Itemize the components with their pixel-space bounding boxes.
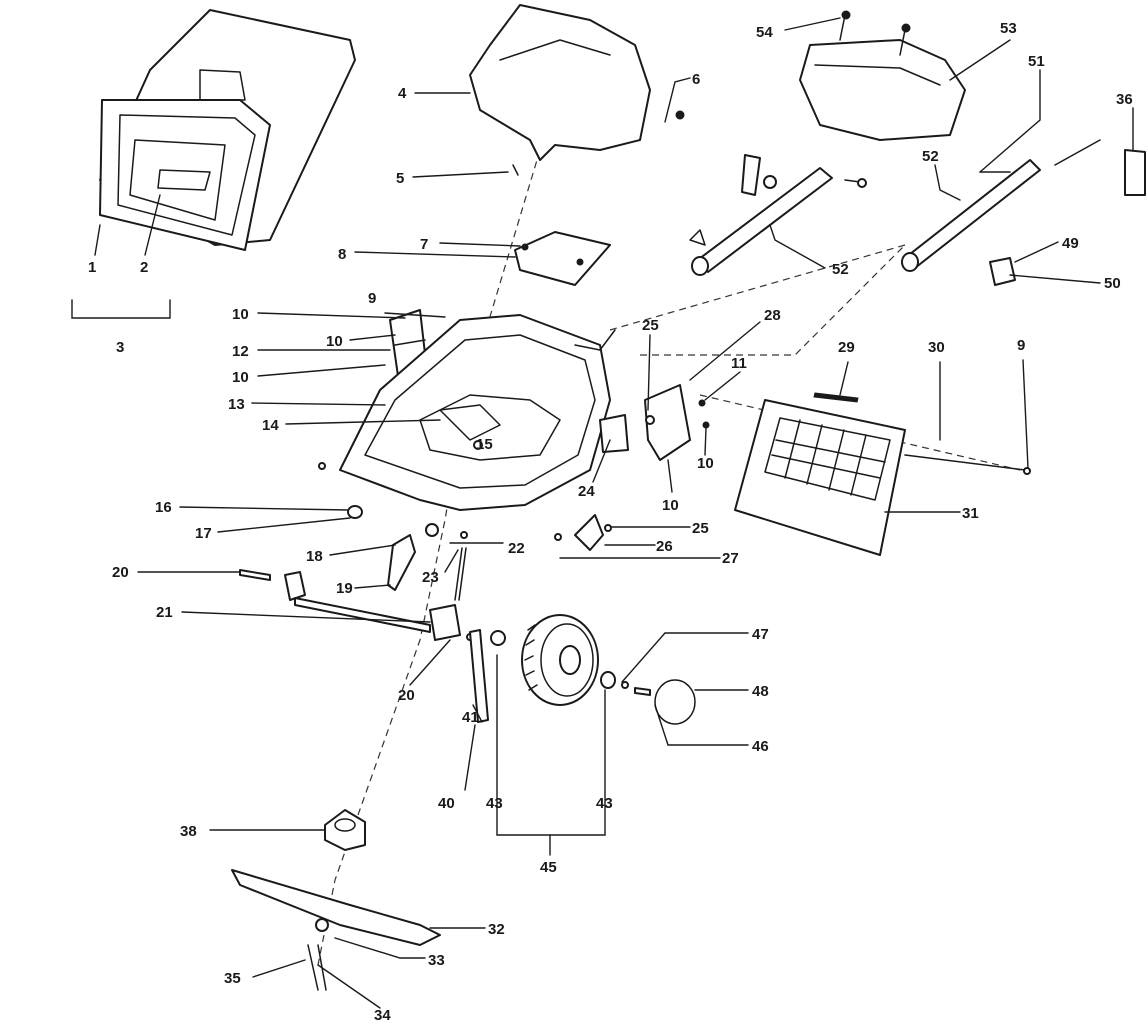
callout-9-left: 9: [368, 290, 376, 307]
callout-12: 12: [232, 343, 249, 360]
callout-23: 23: [422, 569, 439, 586]
callout-9-right: 9: [1017, 337, 1025, 354]
callout-10-e: 10: [662, 497, 679, 514]
callout-labels: 1 2 3 4 5 6 7 8 9 9 10 10 10 10 10 11 12…: [88, 20, 1133, 1024]
callout-47: 47: [752, 626, 769, 643]
leader-lines: [71, 17, 1134, 1009]
callout-10-c: 10: [232, 369, 249, 386]
callout-18: 18: [306, 548, 323, 565]
rear-wheel: [521, 614, 696, 725]
callout-4: 4: [398, 85, 407, 102]
callout-35: 35: [224, 970, 241, 987]
callout-53: 53: [1000, 20, 1017, 37]
nut-6-icon: [675, 110, 685, 120]
callout-2: 2: [140, 259, 148, 276]
callout-43-b: 43: [596, 795, 613, 812]
callout-10-d: 10: [697, 455, 714, 472]
callout-48: 48: [752, 683, 769, 700]
callout-7: 7: [420, 236, 428, 253]
axle-pin: [469, 629, 506, 723]
callout-10-b: 10: [326, 333, 343, 350]
callout-20-b: 20: [398, 687, 415, 704]
callout-28: 28: [764, 307, 781, 324]
callout-25-a: 25: [642, 317, 659, 334]
callout-29: 29: [838, 339, 855, 356]
callout-15: 15: [476, 436, 493, 453]
callout-43-a: 43: [486, 795, 503, 812]
callout-33: 33: [428, 952, 445, 969]
callout-52-right: 52: [922, 148, 939, 165]
callout-54: 54: [756, 24, 773, 41]
callout-24: 24: [578, 483, 595, 500]
callout-45: 45: [540, 859, 557, 876]
callout-40: 40: [438, 795, 455, 812]
callout-13: 13: [228, 396, 245, 413]
callout-5: 5: [396, 170, 404, 187]
callout-51: 51: [1028, 53, 1045, 70]
callout-50: 50: [1104, 275, 1121, 292]
callout-36: 36: [1116, 91, 1133, 108]
callout-6: 6: [692, 71, 700, 88]
rear-flap: [734, 392, 1031, 556]
callout-27: 27: [722, 550, 739, 567]
callout-34: 34: [374, 1007, 391, 1024]
handle-lower-right: [901, 139, 1146, 286]
callout-26: 26: [656, 538, 673, 555]
motor-housing: [799, 10, 966, 141]
handle-lower-left: [689, 154, 867, 276]
callout-3: 3: [116, 339, 124, 356]
callout-52-left: 52: [832, 261, 849, 278]
grass-catcher-bag: [99, 9, 356, 251]
callout-21: 21: [156, 604, 173, 621]
callout-1: 1: [88, 259, 96, 276]
blade-boss: [324, 809, 366, 851]
callout-31: 31: [962, 505, 979, 522]
callout-22: 22: [508, 540, 525, 557]
callout-17: 17: [195, 525, 212, 542]
callout-25-b: 25: [692, 520, 709, 537]
front-axle-assembly: [239, 505, 474, 641]
callout-16: 16: [155, 499, 172, 516]
callout-14: 14: [262, 417, 279, 434]
callout-10-a: 10: [232, 306, 249, 323]
callout-20-a: 20: [112, 564, 129, 581]
callout-11: 11: [731, 355, 747, 372]
mower-deck: [318, 314, 616, 511]
callout-38: 38: [180, 823, 197, 840]
throttle-plate: [514, 231, 611, 286]
callout-46: 46: [752, 738, 769, 755]
callout-49: 49: [1062, 235, 1079, 252]
height-lever-parts: [554, 514, 612, 551]
cutting-blade: [231, 869, 441, 991]
callout-8: 8: [338, 246, 346, 263]
callout-41: 41: [462, 709, 479, 726]
engine-cover: [469, 4, 685, 176]
height-adjust-bracket: [599, 384, 710, 461]
callout-19: 19: [336, 580, 353, 597]
callout-30: 30: [928, 339, 945, 356]
callout-32: 32: [488, 921, 505, 938]
